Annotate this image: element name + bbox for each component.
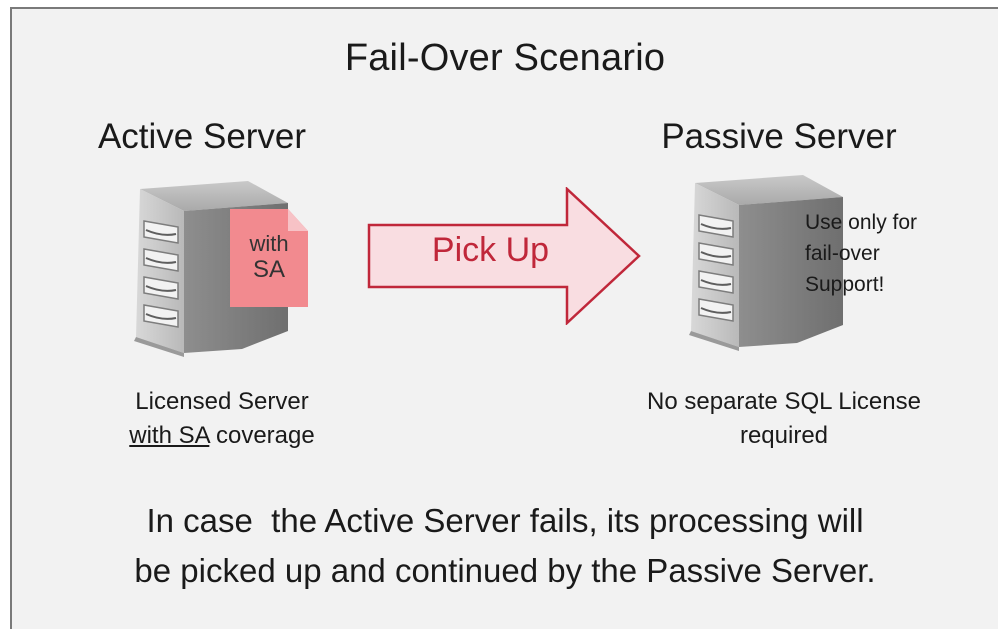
note-line-3: Support!: [805, 273, 885, 296]
passive-caption-line-2: required: [739, 422, 829, 449]
badge-line-2: SA: [252, 256, 285, 283]
sa-badge: with SA: [230, 231, 308, 283]
passive-server-label: Passive Server: [661, 117, 897, 156]
coverage-text: coverage: [209, 422, 315, 449]
slide: Fail-Over Scenario Active Server Passive…: [10, 7, 998, 629]
active-server-caption: Licensed Server with SA coverage: [97, 385, 347, 453]
badge-line-1: with: [249, 231, 289, 256]
document-icon: [230, 209, 308, 307]
active-caption-line-2: with SA coverage: [97, 419, 347, 453]
passive-server-caption: No separate SQL License required: [594, 385, 974, 453]
arrow-right-icon: [367, 187, 641, 325]
note-line-2: fail-over: [805, 242, 880, 265]
explanation-line-2: be picked up and continued by the Passiv…: [134, 552, 876, 589]
active-caption-line-1: Licensed Server: [135, 388, 309, 415]
passive-server-note: Use only for fail-over Support!: [805, 207, 917, 300]
with-sa-underlined: with SA: [129, 422, 210, 449]
explanation-line-1: In case the Active Server fails, its pro…: [146, 502, 864, 539]
passive-server-icon: [689, 175, 843, 351]
pick-up-label: Pick Up: [431, 231, 550, 269]
passive-caption-line-1: No separate SQL License: [647, 388, 921, 415]
explanation-text: In case the Active Server fails, its pro…: [12, 496, 998, 596]
note-line-1: Use only for: [805, 211, 918, 234]
page-title: Fail-Over Scenario: [344, 37, 666, 79]
active-server-label: Active Server: [97, 117, 307, 156]
